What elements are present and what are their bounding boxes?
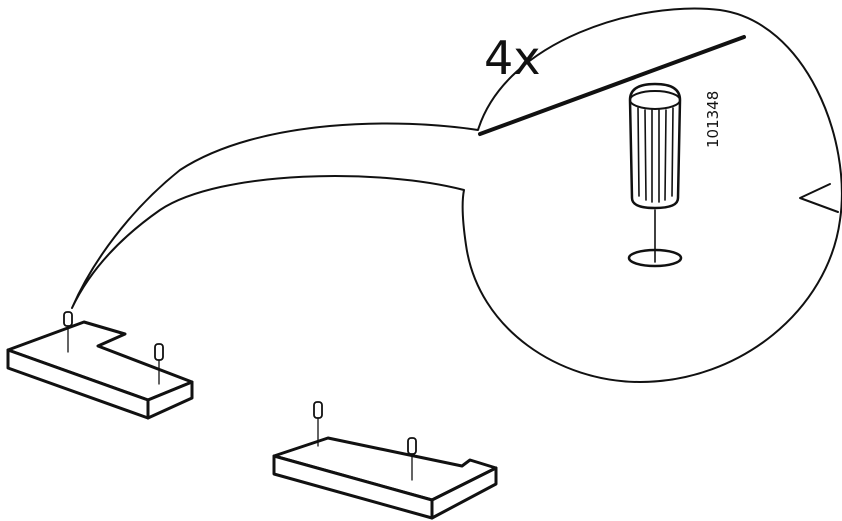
right-board: [272, 401, 498, 520]
magnifier-callout: [71, 7, 842, 383]
dowel-icon: [154, 343, 164, 385]
left-board: [6, 311, 194, 420]
zoom-board-corner: [799, 183, 839, 213]
callout-bubble: [71, 7, 842, 383]
quantity-label: 4x: [484, 31, 541, 85]
dowel-zoom-icon: [627, 82, 683, 268]
dowel-icon: [63, 311, 73, 353]
zoom-board-edge: [478, 35, 746, 136]
dowel-icon: [313, 401, 323, 447]
dowel-icon: [407, 437, 417, 481]
dowel-hole: [627, 248, 683, 268]
part-number-label: 101348: [704, 91, 722, 148]
